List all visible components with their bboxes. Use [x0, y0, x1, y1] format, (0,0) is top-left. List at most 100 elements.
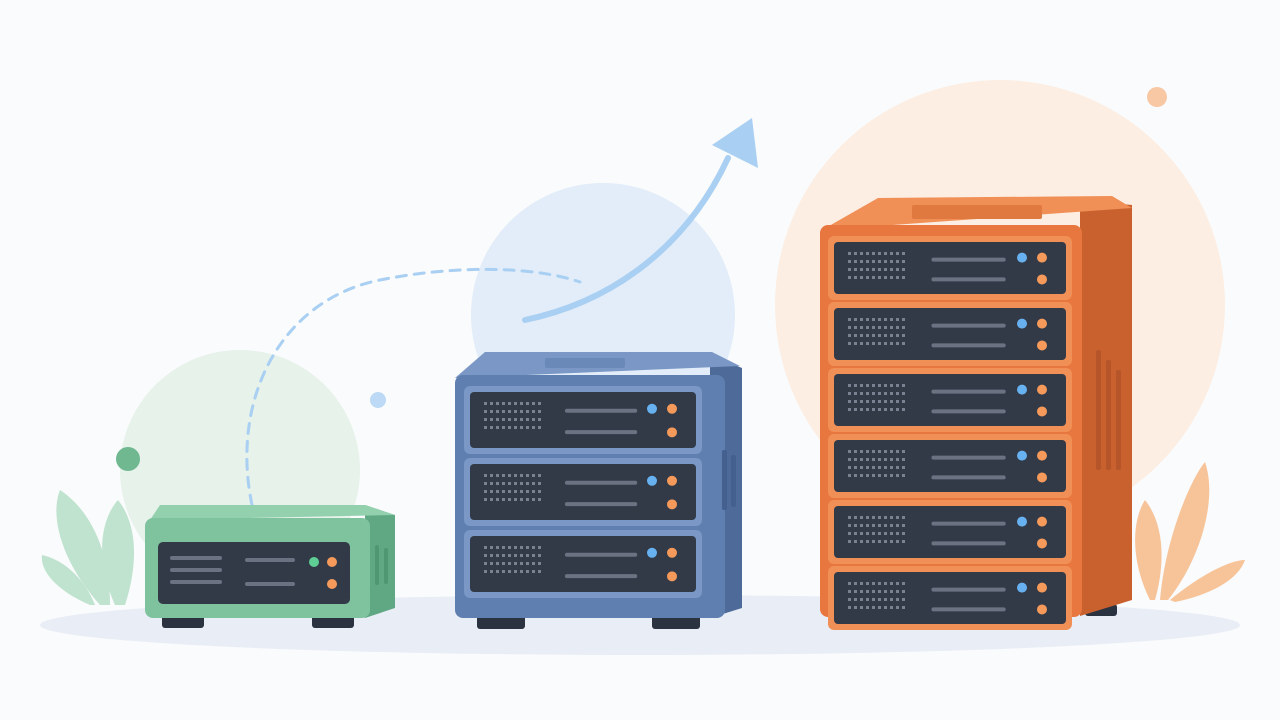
status-led — [1037, 604, 1047, 615]
drive-slot — [564, 502, 638, 507]
vent-dot — [890, 342, 893, 345]
vent-dot — [902, 260, 905, 263]
vent-dot — [848, 334, 851, 337]
vent-dot — [896, 458, 899, 461]
vent-dot — [526, 410, 529, 413]
vent-dot — [484, 570, 487, 573]
vent-dot — [878, 516, 881, 519]
vent-dot — [896, 252, 899, 255]
vent-dot — [860, 524, 863, 527]
status-led — [1037, 516, 1047, 527]
vent-dot — [532, 410, 535, 413]
vent-dot — [884, 326, 887, 329]
vent-dot — [878, 466, 881, 469]
vent-dot — [902, 408, 905, 411]
vent-dot — [884, 524, 887, 527]
vent-dot — [878, 342, 881, 345]
vent-dot — [872, 532, 875, 535]
vent-dot — [848, 450, 851, 453]
vent-dot — [872, 326, 875, 329]
vent-dot — [532, 562, 535, 565]
vent-dot — [890, 524, 893, 527]
vent-dot — [872, 606, 875, 609]
rack-unit-panel — [470, 536, 696, 592]
vent-dot — [484, 562, 487, 565]
vent-dot — [526, 490, 529, 493]
vent-dot — [890, 318, 893, 321]
server-medium-units — [464, 386, 702, 598]
vent-dot — [508, 474, 511, 477]
vent-dot — [502, 546, 505, 549]
vent-dot — [872, 260, 875, 263]
vent-dot — [538, 426, 541, 429]
vent-dot — [860, 450, 863, 453]
vent-dot — [872, 598, 875, 601]
vent-dot — [848, 400, 851, 403]
vent-dot — [878, 540, 881, 543]
vent-dot — [890, 384, 893, 387]
vent-dot — [520, 418, 523, 421]
vent-dot — [848, 342, 851, 345]
vent-dot — [526, 482, 529, 485]
vent-dot — [848, 326, 851, 329]
vent-dot — [496, 554, 499, 557]
vent-dot — [848, 474, 851, 477]
vent-dot — [484, 546, 487, 549]
vent-dot — [490, 402, 493, 405]
status-led — [667, 499, 677, 510]
vent-dot — [878, 598, 881, 601]
vent-dot — [872, 590, 875, 593]
vent-dot — [872, 458, 875, 461]
vent-dot — [866, 384, 869, 387]
vent-dot — [872, 318, 875, 321]
status-led — [667, 427, 677, 438]
vent-dot — [526, 426, 529, 429]
vent-dot — [508, 490, 511, 493]
vent-dot — [866, 582, 869, 585]
vent-dot — [896, 474, 899, 477]
vent-dot — [884, 408, 887, 411]
vent-dot — [520, 426, 523, 429]
vent-dot — [520, 570, 523, 573]
vent-dot — [526, 498, 529, 501]
vent-dot — [854, 392, 857, 395]
vent-dot — [902, 606, 905, 609]
vent-dot — [484, 474, 487, 477]
drive-slot — [564, 480, 638, 485]
vent-dot — [902, 326, 905, 329]
status-led — [1017, 252, 1027, 263]
vent-dot — [896, 450, 899, 453]
vent-dot — [860, 252, 863, 255]
vent-dot — [884, 334, 887, 337]
vent-dot — [508, 410, 511, 413]
drive-slot — [931, 277, 1006, 282]
rack-unit — [464, 386, 702, 454]
vent-dot — [854, 268, 857, 271]
vent-dot — [890, 532, 893, 535]
vent-dot — [878, 268, 881, 271]
vent-dot — [848, 408, 851, 411]
drive-slot — [931, 389, 1006, 394]
vent-dot — [508, 554, 511, 557]
vent-dot — [890, 540, 893, 543]
leaf-icon — [41, 490, 135, 605]
vent-dot — [854, 318, 857, 321]
vent-dot — [508, 562, 511, 565]
vent-dot — [854, 260, 857, 263]
vent-dot — [884, 276, 887, 279]
vent-dot — [514, 554, 517, 557]
vent-dot — [514, 402, 517, 405]
vent-dot — [860, 598, 863, 601]
vent-dot — [508, 402, 511, 405]
vent-dot — [854, 276, 857, 279]
vent-dot — [514, 482, 517, 485]
vent-dot — [902, 598, 905, 601]
vent-dot — [890, 450, 893, 453]
vent-dot — [538, 482, 541, 485]
vent-dot — [848, 318, 851, 321]
vent-dot — [860, 408, 863, 411]
drive-slot — [564, 552, 638, 557]
rack-unit — [828, 566, 1072, 630]
vent-dot — [902, 466, 905, 469]
drive-slot — [931, 587, 1006, 592]
